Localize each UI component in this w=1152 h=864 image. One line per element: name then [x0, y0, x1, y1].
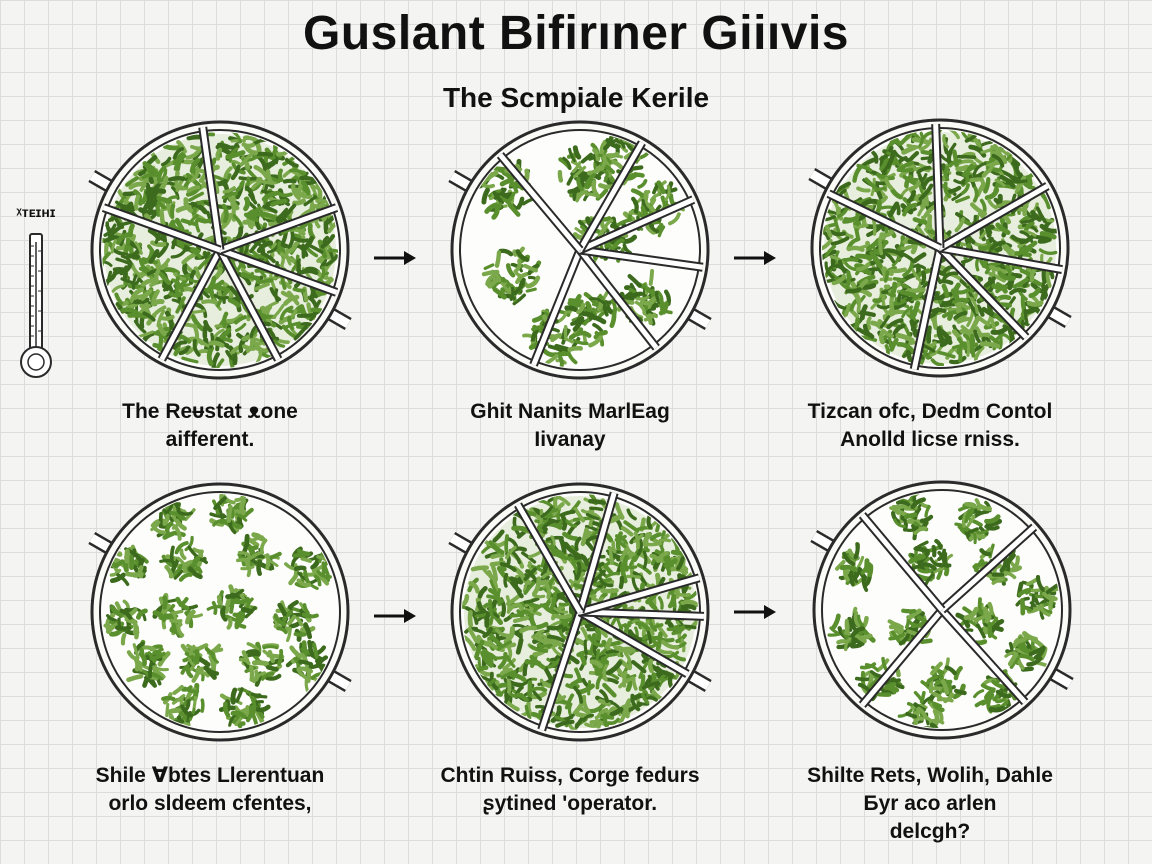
- arrow-right-icon: [734, 251, 776, 265]
- caption-2: Ghit Nanits MarlEag Iivanay: [410, 398, 730, 454]
- caption-line: Chtin Ruiss, Corge fedurs: [440, 764, 700, 787]
- caption-line: Shilte Rets, Wolih, Dahle: [807, 764, 1053, 787]
- caption-line: The Reᵾstat ᴥone: [122, 400, 298, 423]
- caption-1: The Reᵾstat ᴥone aifferent.: [50, 398, 370, 454]
- caption-line: ʂytined 'operator.: [482, 792, 658, 815]
- caption-4: Shile Ɐbtes Llerentuan orlo sldeem cfent…: [50, 762, 370, 818]
- arrow-right-icon: [374, 251, 416, 265]
- caption-line: Бyr aco arlen: [863, 792, 997, 815]
- arrow-right-icon: [374, 609, 416, 623]
- caption-6: Shilte Rets, Wolih, Dahle Бyr aco arlen …: [770, 762, 1090, 846]
- petri-dish-6: [810, 480, 1074, 740]
- petri-dish-4: [88, 482, 352, 742]
- caption-line: Anolld licse rniss.: [840, 428, 1020, 451]
- caption-line: Shile Ɐbtes Llerentuan: [95, 764, 325, 787]
- caption-line: orlo sldeem cfentes,: [108, 792, 312, 815]
- diagram-subtitle: The Scmpiale Kerile: [442, 82, 710, 113]
- thermometer: ᵡᴛᴇɪʜɪ: [10, 200, 62, 390]
- diagram-title: Guslant Bifirıner Giiıvis: [303, 7, 849, 60]
- caption-line: delcgh?: [889, 820, 971, 843]
- caption-3: Tizcan ofc, Dedm Contol Anolld licse rni…: [770, 398, 1090, 454]
- petri-dish-1: [88, 120, 352, 380]
- petri-dish-2: [448, 120, 712, 380]
- arrow-right-icon: [734, 605, 776, 619]
- petri-dish-3: [808, 118, 1072, 378]
- petri-dish-5: [448, 482, 712, 742]
- thermometer-icon: [20, 233, 52, 378]
- thermometer-label: ᵡᴛᴇɪʜɪ: [16, 204, 56, 220]
- caption-line: aifferent.: [165, 428, 255, 451]
- caption-line: Iivanay: [534, 428, 606, 451]
- caption-line: Ghit Nanits MarlEag: [470, 400, 670, 423]
- caption-line: Tizcan ofc, Dedm Contol: [807, 400, 1053, 423]
- caption-5: Chtin Ruiss, Corge fedurs ʂytined 'opera…: [410, 762, 730, 818]
